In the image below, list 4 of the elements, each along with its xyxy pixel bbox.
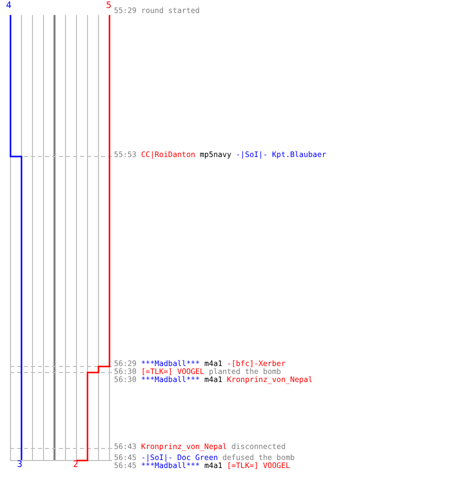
player-count: 4 (6, 2, 12, 11)
player-count: 5 (106, 2, 112, 11)
player-count: 2 (73, 461, 78, 470)
player-count: 3 (17, 461, 22, 470)
